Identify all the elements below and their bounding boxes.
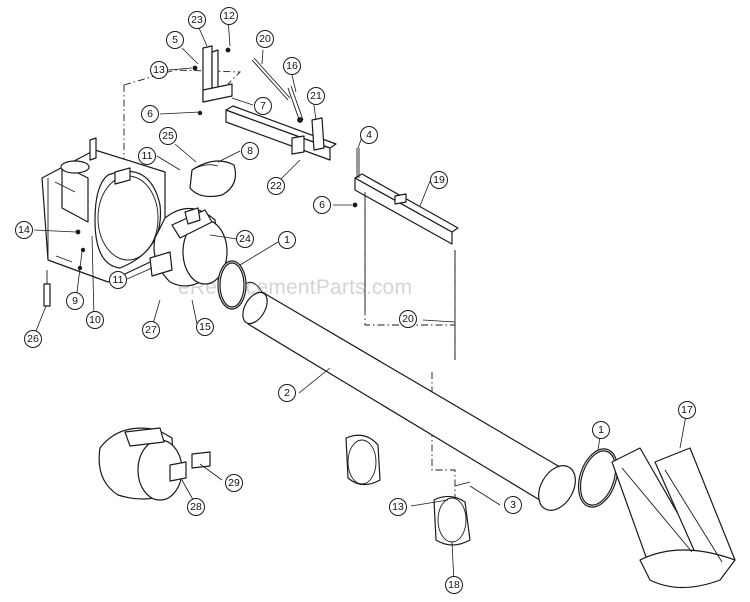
callout-9: 9 bbox=[66, 292, 84, 310]
callout-20-lower: 20 bbox=[399, 310, 417, 328]
pin bbox=[43, 270, 51, 307]
hose-clamps bbox=[345, 434, 471, 546]
svg-text:2: 2 bbox=[284, 387, 290, 399]
callout-14: 14 bbox=[15, 221, 33, 239]
svg-text:18: 18 bbox=[448, 579, 460, 591]
callout-10: 10 bbox=[86, 311, 104, 329]
adapter-ring bbox=[149, 207, 228, 287]
callout-26: 26 bbox=[24, 330, 42, 348]
svg-text:21: 21 bbox=[310, 90, 322, 102]
svg-text:7: 7 bbox=[260, 100, 266, 112]
callout-5: 5 bbox=[166, 31, 184, 49]
callout-24: 24 bbox=[236, 230, 254, 248]
svg-text:17: 17 bbox=[681, 404, 693, 416]
callout-1-lower: 1 bbox=[592, 421, 610, 439]
deflector-flap bbox=[189, 160, 237, 198]
callout-3: 3 bbox=[504, 496, 522, 514]
callout-2: 2 bbox=[278, 384, 296, 402]
callout-13: 13 bbox=[150, 61, 168, 79]
svg-text:29: 29 bbox=[228, 477, 240, 489]
upper-handle-bracket bbox=[192, 45, 233, 116]
blower-housing bbox=[41, 137, 166, 283]
svg-text:3: 3 bbox=[510, 499, 516, 511]
callout-23: 23 bbox=[188, 11, 206, 29]
svg-text:26: 26 bbox=[27, 333, 39, 345]
svg-text:4: 4 bbox=[366, 129, 372, 141]
svg-text:23: 23 bbox=[191, 14, 203, 26]
svg-text:13: 13 bbox=[392, 501, 404, 513]
callout-8: 8 bbox=[241, 142, 259, 160]
callout-22: 22 bbox=[267, 177, 285, 195]
callout-28: 28 bbox=[187, 498, 205, 516]
svg-text:6: 6 bbox=[319, 199, 325, 211]
lift-arm bbox=[225, 105, 337, 161]
clamp-ring-upper bbox=[217, 260, 247, 310]
callout-25: 25 bbox=[159, 127, 177, 145]
svg-text:20: 20 bbox=[402, 313, 414, 325]
callout-11-upper: 11 bbox=[138, 147, 156, 165]
svg-text:20: 20 bbox=[259, 33, 271, 45]
callout-19: 19 bbox=[430, 171, 448, 189]
svg-text:10: 10 bbox=[89, 314, 101, 326]
svg-text:9: 9 bbox=[72, 295, 78, 307]
lower-adapter bbox=[98, 427, 211, 501]
svg-text:14: 14 bbox=[18, 224, 30, 236]
callout-12: 12 bbox=[220, 7, 238, 25]
callout-6-lower: 6 bbox=[313, 196, 331, 214]
callout-11-lower: 11 bbox=[109, 271, 127, 289]
svg-text:11: 11 bbox=[142, 150, 153, 162]
svg-text:5: 5 bbox=[172, 34, 178, 46]
discharge-tube bbox=[237, 281, 576, 511]
svg-text:27: 27 bbox=[145, 324, 157, 336]
svg-text:24: 24 bbox=[239, 233, 251, 245]
callout-17: 17 bbox=[678, 401, 696, 419]
lower-rod bbox=[364, 192, 456, 360]
callout-21: 21 bbox=[307, 87, 325, 105]
svg-text:19: 19 bbox=[433, 174, 445, 186]
svg-text:8: 8 bbox=[247, 145, 253, 157]
callout-20: 20 bbox=[256, 30, 274, 48]
svg-text:6: 6 bbox=[147, 108, 153, 120]
callout-1-upper: 1 bbox=[278, 231, 296, 249]
svg-text:22: 22 bbox=[270, 180, 282, 192]
callout-13-lower: 13 bbox=[389, 498, 407, 516]
callouts: 23 12 5 20 13 16 6 7 21 25 8 11 4 22 6 1… bbox=[15, 7, 696, 594]
svg-text:16: 16 bbox=[286, 60, 298, 72]
svg-text:28: 28 bbox=[190, 501, 202, 513]
svg-text:15: 15 bbox=[199, 321, 211, 333]
callout-27: 27 bbox=[142, 321, 160, 339]
svg-text:11: 11 bbox=[113, 274, 124, 286]
callout-4: 4 bbox=[360, 126, 378, 144]
callout-7: 7 bbox=[254, 97, 272, 115]
callout-29: 29 bbox=[225, 474, 243, 492]
leader-lines bbox=[33, 17, 688, 584]
callout-6-upper: 6 bbox=[141, 105, 159, 123]
svg-text:25: 25 bbox=[162, 130, 174, 142]
callout-18: 18 bbox=[445, 576, 463, 594]
springs bbox=[251, 57, 304, 123]
svg-text:1: 1 bbox=[598, 424, 604, 436]
clamp-ring-lower bbox=[577, 448, 619, 508]
callout-15: 15 bbox=[196, 318, 214, 336]
side-arm bbox=[352, 148, 459, 245]
nozzle-scoop bbox=[611, 447, 736, 589]
callout-16: 16 bbox=[283, 57, 301, 75]
svg-text:13: 13 bbox=[153, 64, 165, 76]
svg-text:12: 12 bbox=[223, 10, 235, 22]
svg-text:1: 1 bbox=[284, 234, 290, 246]
